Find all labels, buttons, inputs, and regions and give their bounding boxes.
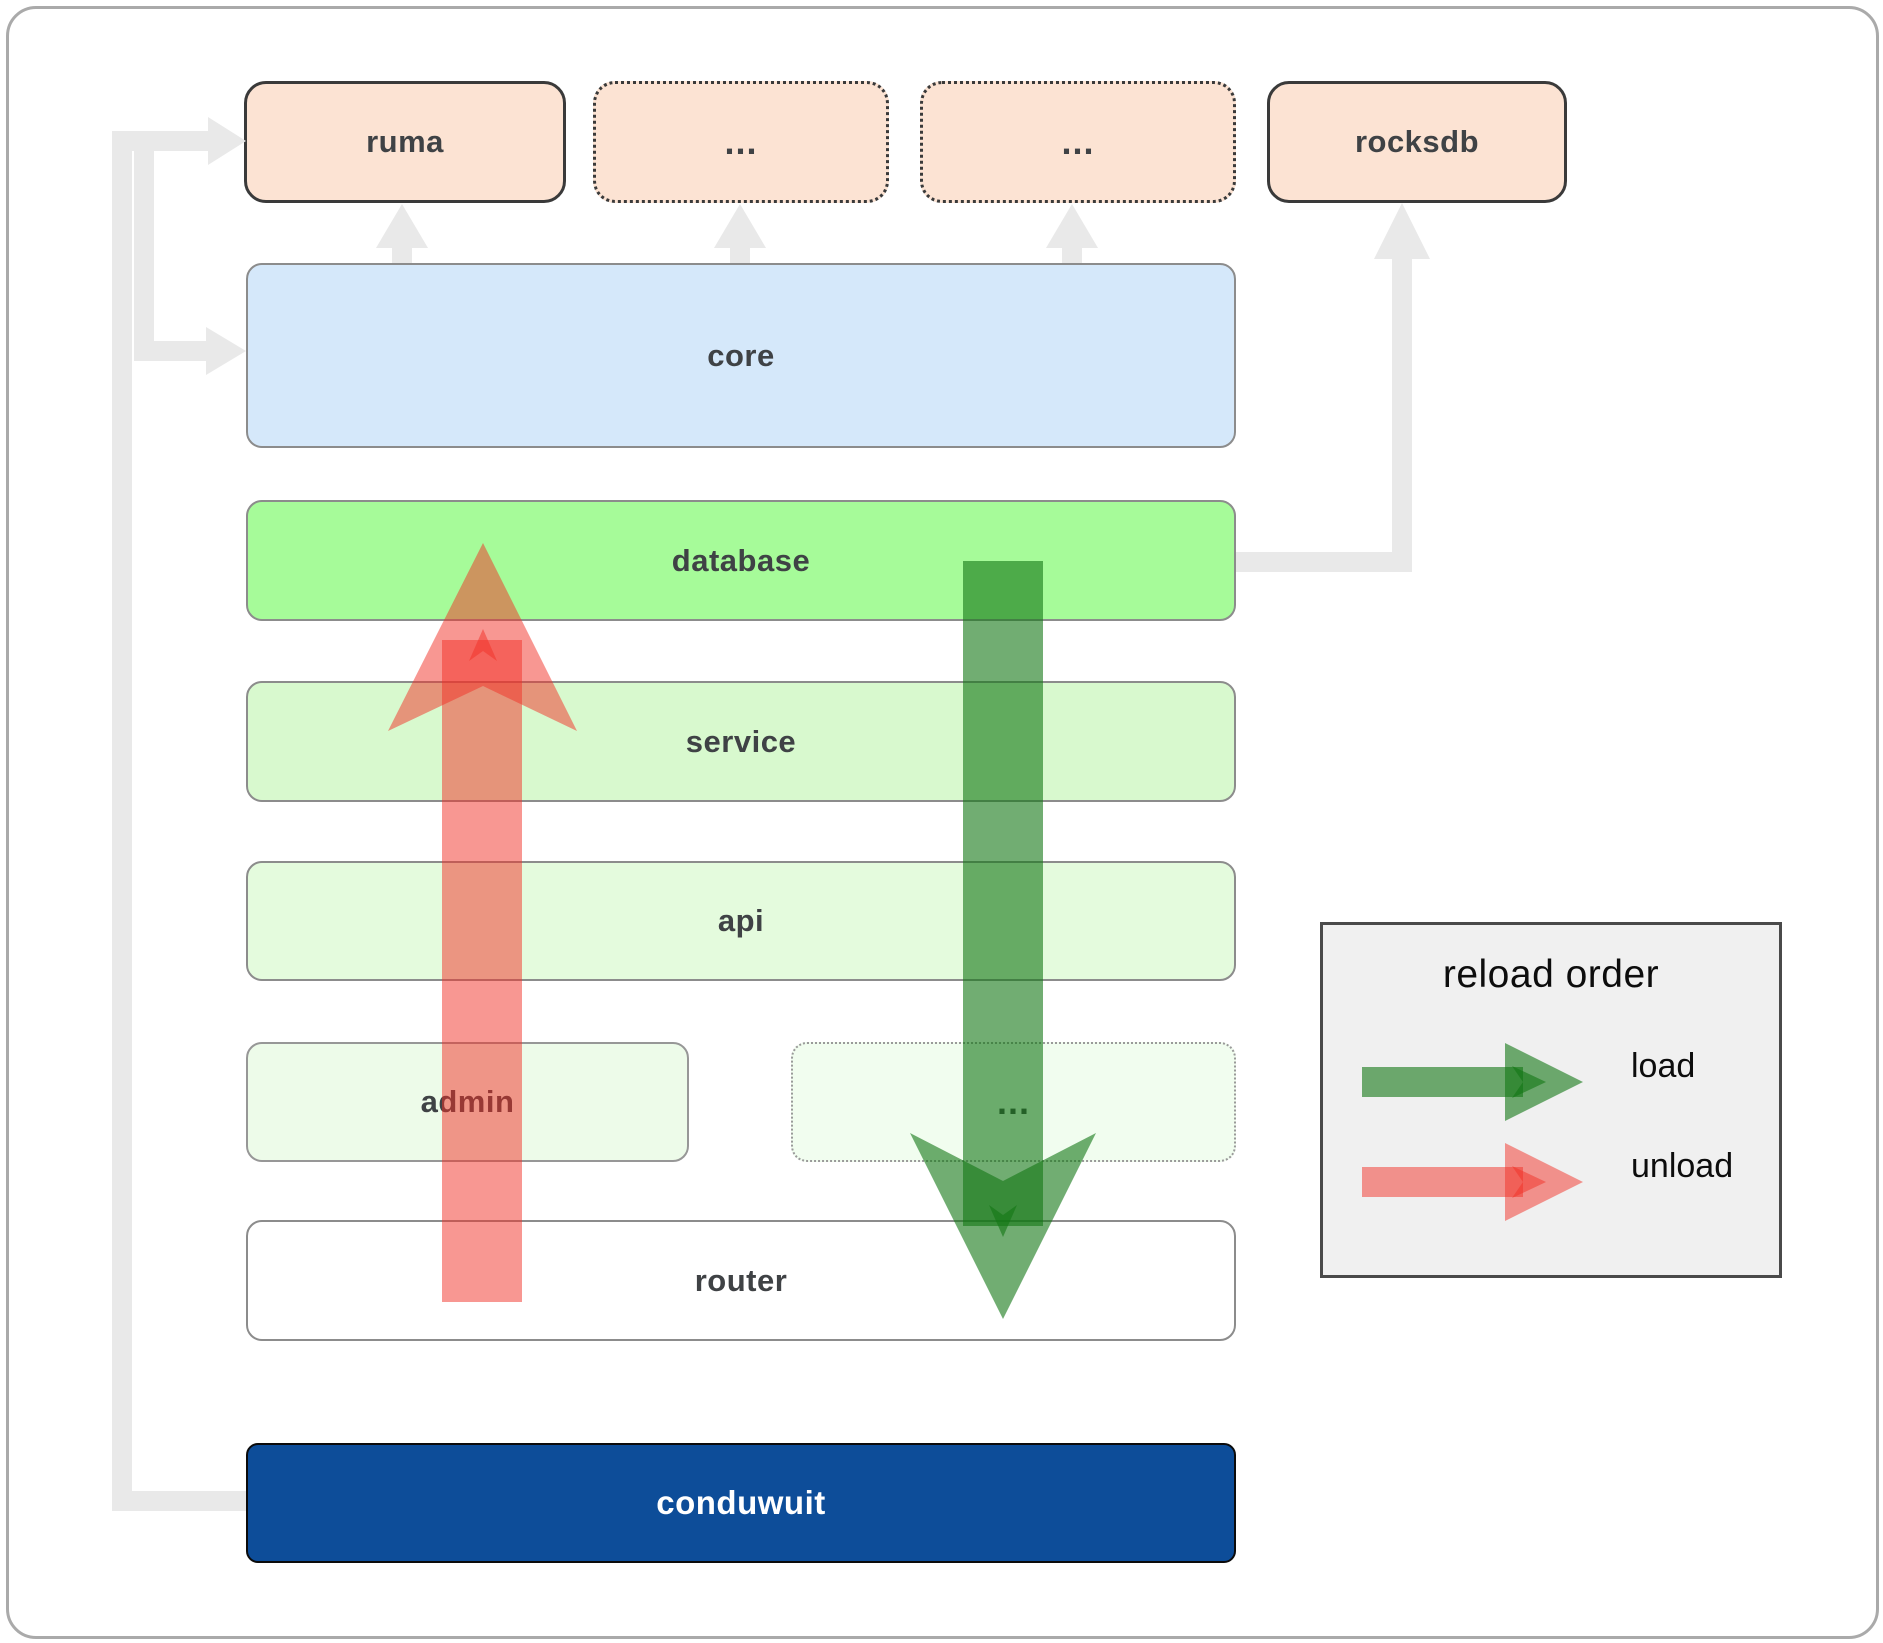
node-rocksdb: rocksdb <box>1267 81 1567 203</box>
node-core: core <box>246 263 1236 448</box>
node-database: database <box>246 500 1236 621</box>
legend-reload-order: reload order load unload <box>1320 922 1782 1278</box>
node-ellipsis-admin-row-label: ... <box>996 1081 1030 1122</box>
node-api: api <box>246 861 1236 981</box>
node-api-label: api <box>717 903 765 938</box>
node-core-label: core <box>707 337 775 373</box>
legend-unload-label: unload <box>1631 1147 1734 1185</box>
node-admin: admin <box>246 1042 689 1162</box>
canvas-border-frame <box>6 6 1879 1639</box>
node-router-label: router <box>694 1262 788 1298</box>
node-database-label: database <box>671 542 811 578</box>
node-service-label: service <box>685 723 797 759</box>
node-conduwuit-label: conduwuit <box>656 1484 826 1521</box>
node-ellipsis-admin-row: ... <box>791 1042 1236 1162</box>
legend-title: reload order <box>1442 953 1660 996</box>
node-ellipsis-top-1: ... <box>593 81 889 203</box>
node-ruma: ruma <box>244 81 566 203</box>
node-service: service <box>246 681 1236 802</box>
node-ellipsis-top-2-label: ... <box>1061 121 1095 162</box>
node-router: router <box>246 1220 1236 1341</box>
node-conduwuit: conduwuit <box>246 1443 1236 1563</box>
node-ruma-label: ruma <box>366 124 444 159</box>
node-ellipsis-top-2: ... <box>920 81 1236 203</box>
node-admin-label: admin <box>420 1084 515 1119</box>
node-rocksdb-label: rocksdb <box>1354 124 1480 159</box>
legend-load-label: load <box>1631 1047 1696 1085</box>
node-ellipsis-top-1-label: ... <box>724 121 758 162</box>
